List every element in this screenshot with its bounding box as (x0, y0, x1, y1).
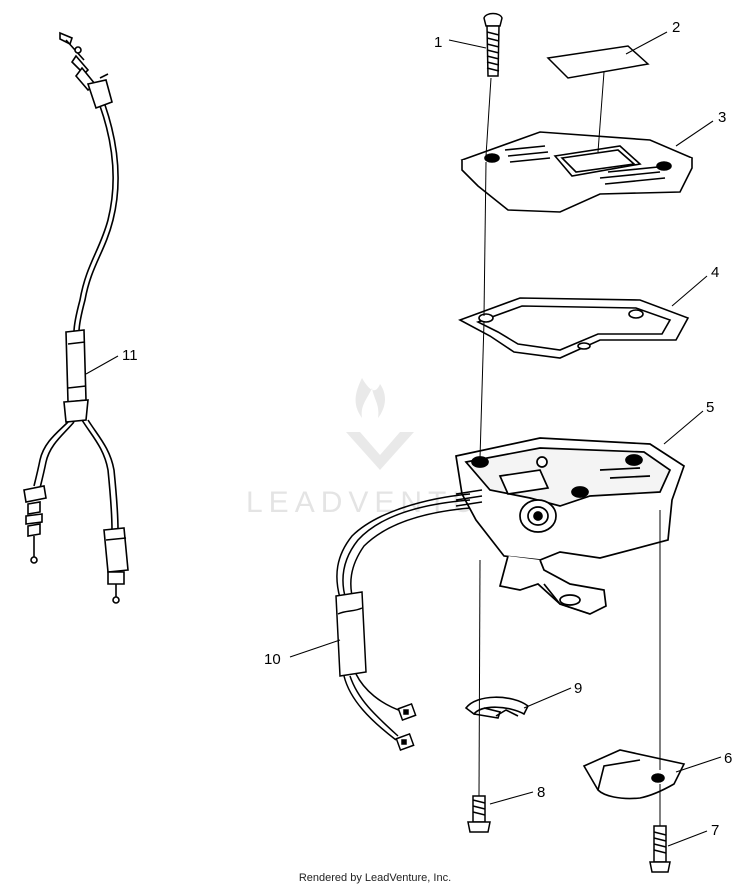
callout-7: 7 (711, 822, 719, 839)
throttle-cable (23, 31, 129, 604)
throttle-housing (455, 437, 686, 615)
callout-2: 2 (672, 19, 680, 36)
callout-4: 4 (711, 264, 719, 281)
callout-11: 11 (122, 347, 138, 364)
render-credit: Rendered by LeadVenture, Inc. (298, 872, 452, 884)
screw-bottom-left (467, 795, 491, 833)
callout-3: 3 (718, 109, 726, 126)
screw-top (483, 12, 503, 77)
callout-1: 1 (434, 34, 442, 51)
screw-bottom-right (649, 825, 671, 873)
callout-5: 5 (706, 399, 714, 416)
callout-6: 6 (724, 750, 732, 767)
callout-labels: 1 2 3 4 5 6 7 8 9 10 11 (122, 19, 732, 839)
alignment-lines (478, 71, 661, 826)
decal-label (546, 45, 650, 79)
top-cover-plate (460, 131, 694, 213)
callout-9: 9 (574, 680, 582, 697)
wire-harness (335, 489, 483, 751)
callout-8: 8 (537, 784, 545, 801)
gasket (458, 297, 690, 359)
clamp (582, 749, 686, 800)
leader-lines (85, 31, 722, 847)
spring-clip (464, 696, 530, 719)
callout-10: 10 (264, 651, 281, 668)
